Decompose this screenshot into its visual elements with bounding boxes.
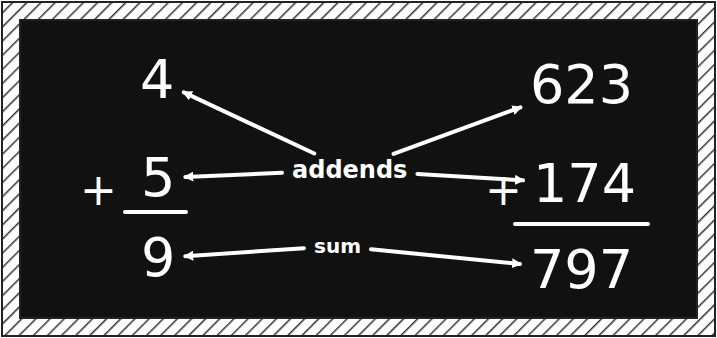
sum-number: 9: [137, 229, 179, 287]
term-word-text: addends: [292, 158, 407, 182]
sum-number: 797: [526, 241, 637, 299]
addend-number: 4: [136, 51, 178, 109]
term-word: addends: [288, 156, 411, 184]
sum-number-text: 9: [141, 231, 175, 285]
term-word-text: sum: [314, 236, 361, 256]
sum-underline: [125, 210, 186, 214]
addend-number-text: 4: [140, 53, 174, 107]
board-surface: [20, 20, 697, 318]
sum-underline: [515, 222, 648, 226]
pointer-arrow: [394, 107, 521, 153]
pointer-arrow: [371, 249, 520, 264]
pointer-arrow: [184, 92, 314, 153]
addend-number: 623: [526, 56, 637, 114]
addend-number-text: 5: [141, 151, 175, 205]
plus-sign: +: [80, 168, 117, 212]
pointer-arrow: [185, 248, 304, 256]
addend-number-text: 623: [530, 58, 633, 112]
sum-number-text: 797: [530, 243, 633, 297]
addend-number: 5: [137, 149, 179, 207]
term-word: sum: [310, 234, 365, 258]
addend-number: 174: [529, 155, 640, 213]
pointer-arrow: [185, 173, 282, 177]
addend-number-text: 174: [533, 157, 636, 211]
plus-sign: +: [485, 168, 522, 212]
